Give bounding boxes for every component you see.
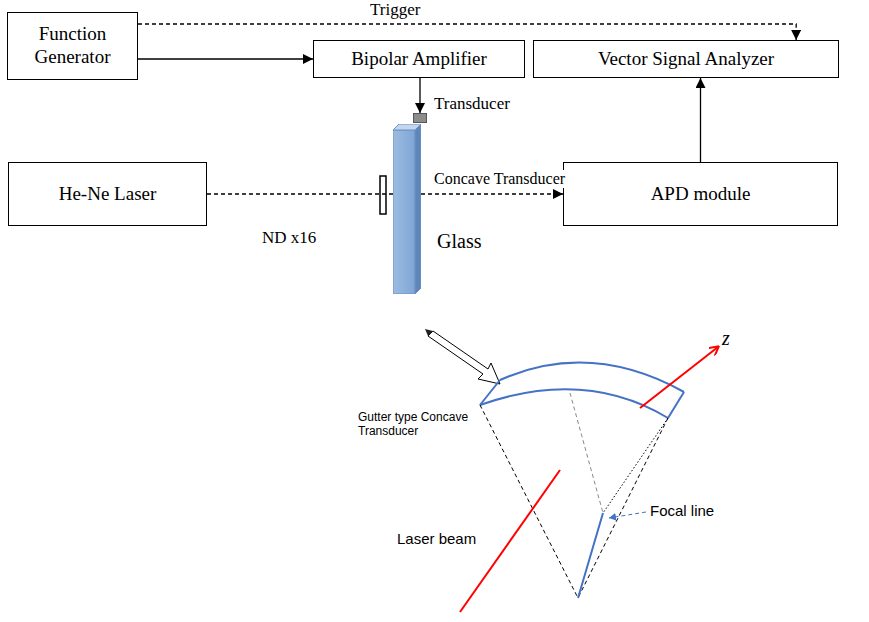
transducer-block: Transducer [413, 113, 427, 123]
connector-label: Concave Transducer [432, 170, 567, 188]
node-label: Vector Signal Analyzer [598, 48, 774, 71]
node-label: Glass [437, 230, 481, 253]
nd-filter [380, 176, 386, 214]
node-label: Bipolar Amplifier [351, 48, 487, 71]
connector-label: Trigger [368, 0, 422, 20]
node-label: Transducer [434, 94, 510, 114]
instrument-box: APD module [563, 162, 838, 226]
z-axis [640, 347, 718, 408]
connector [700, 78, 701, 162]
filter-label: ND x16 [262, 228, 316, 248]
connector [138, 58, 313, 59]
part-label: Laser beam [397, 530, 476, 548]
glass-shape [393, 124, 421, 294]
node-label: Function Generator [14, 23, 131, 69]
instrument-box: Bipolar Amplifier [313, 40, 525, 78]
instrument-box: Vector Signal Analyzer [533, 40, 839, 78]
glass-block: Glass [393, 124, 421, 294]
instrument-box: He-Ne Laser [8, 162, 207, 226]
axis-label: z [722, 326, 730, 350]
pointer-arrow [425, 329, 500, 384]
part-label: Focal line [650, 502, 714, 520]
connector [421, 193, 563, 194]
node-label: APD module [651, 183, 751, 206]
connector [138, 24, 796, 40]
instrument-box: Function Generator [7, 12, 138, 80]
node-label: He-Ne Laser [59, 183, 157, 206]
part-label: Gutter type Concave Transducer [358, 410, 480, 439]
connector [419, 78, 420, 113]
connector [207, 193, 393, 194]
leader-line [609, 512, 646, 518]
